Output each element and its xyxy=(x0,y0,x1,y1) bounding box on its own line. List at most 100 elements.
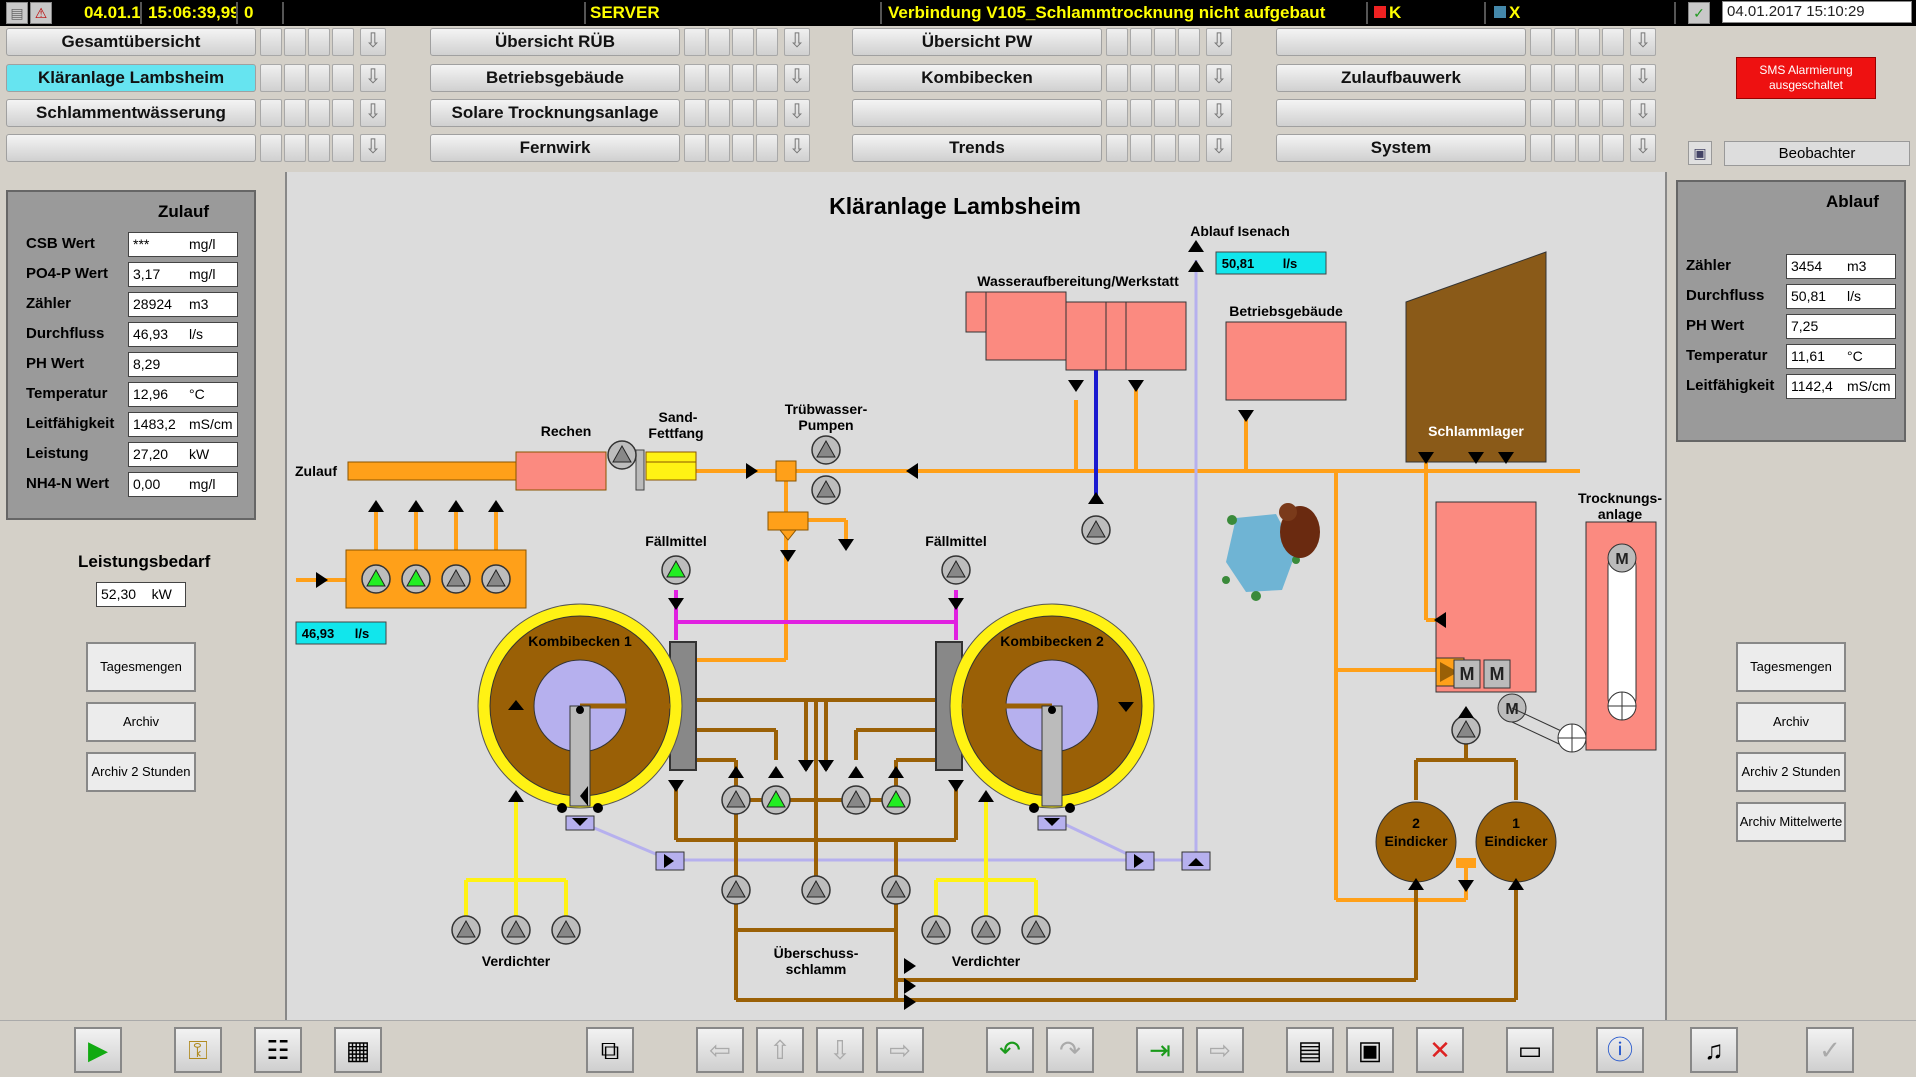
betriebsgebaeude-building[interactable] xyxy=(1225,321,1347,401)
nav-slot[interactable] xyxy=(284,64,306,92)
nav-dropdown-arrow-icon[interactable]: ⇩ xyxy=(360,28,386,56)
nav-slot[interactable] xyxy=(732,64,754,92)
nav-slot[interactable] xyxy=(1530,99,1552,127)
nav-slot[interactable] xyxy=(1106,134,1128,162)
lavender-valves[interactable] xyxy=(565,815,1211,871)
arrow-up-icon[interactable]: ⇧ xyxy=(756,1027,804,1073)
checklist-icon[interactable]: ✓ xyxy=(1688,2,1710,24)
nav-button-r3-c2[interactable]: Trends xyxy=(852,134,1102,162)
nav-slot[interactable] xyxy=(1578,99,1600,127)
pump-icon[interactable] xyxy=(811,475,841,505)
nav-dropdown-arrow-icon[interactable]: ⇩ xyxy=(1630,99,1656,127)
nav-slot[interactable] xyxy=(284,134,306,162)
alarm-warning-icon[interactable]: ⚠ xyxy=(30,2,52,24)
nav-button-r0-c3[interactable] xyxy=(1276,28,1526,56)
save-icon[interactable]: ▣ xyxy=(1346,1027,1394,1073)
nav-dropdown-arrow-icon[interactable]: ⇩ xyxy=(1630,64,1656,92)
nav-slot[interactable] xyxy=(308,28,330,56)
notes-icon[interactable]: ☷ xyxy=(254,1027,302,1073)
ack-all-icon[interactable]: ✓ xyxy=(1806,1027,1854,1073)
right_buttons-btn-2[interactable]: Archiv 2 Stunden xyxy=(1736,752,1846,792)
nav-button-r3-c1[interactable]: Fernwirk xyxy=(430,134,680,162)
key-icon[interactable]: ⚿ xyxy=(174,1027,222,1073)
monitor-view-icon[interactable]: ▭ xyxy=(1506,1027,1554,1073)
pump-icon[interactable] xyxy=(921,915,951,945)
nav-slot[interactable] xyxy=(308,64,330,92)
nav-slot[interactable] xyxy=(1554,99,1576,127)
pump-icon[interactable] xyxy=(881,875,911,905)
nav-dropdown-arrow-icon[interactable]: ⇩ xyxy=(784,28,810,56)
nav-button-r1-c1[interactable]: Betriebsgebäude xyxy=(430,64,680,92)
play-icon[interactable]: ▶ xyxy=(74,1027,122,1073)
sandfang-unit[interactable] xyxy=(645,451,697,481)
pump-icon[interactable] xyxy=(661,555,691,585)
nav-slot[interactable] xyxy=(684,64,706,92)
nav-slot[interactable] xyxy=(732,99,754,127)
nav-dropdown-arrow-icon[interactable]: ⇩ xyxy=(1630,28,1656,56)
pump-icon[interactable] xyxy=(1021,915,1051,945)
nav-slot[interactable] xyxy=(284,99,306,127)
schlammlager-silo[interactable] xyxy=(1405,251,1547,463)
nav-button-r0-c0[interactable]: Gesamtübersicht xyxy=(6,28,256,56)
right_buttons-btn-3[interactable]: Archiv Mittelwerte xyxy=(1736,802,1846,842)
arrow-right-icon[interactable]: ⇨ xyxy=(876,1027,924,1073)
nav-dropdown-arrow-icon[interactable]: ⇩ xyxy=(360,134,386,162)
nav-dropdown-arrow-icon[interactable]: ⇩ xyxy=(784,134,810,162)
nav-slot[interactable] xyxy=(1554,28,1576,56)
nav-dropdown-arrow-icon[interactable]: ⇩ xyxy=(360,64,386,92)
nav-slot[interactable] xyxy=(1530,134,1552,162)
nav-dropdown-arrow-icon[interactable]: ⇩ xyxy=(1206,99,1232,127)
nav-slot[interactable] xyxy=(1106,28,1128,56)
nav-slot[interactable] xyxy=(756,28,778,56)
nav-button-r1-c3[interactable]: Zulaufbauwerk xyxy=(1276,64,1526,92)
nav-slot[interactable] xyxy=(1130,99,1152,127)
pump-icon[interactable] xyxy=(761,785,791,815)
nav-slot[interactable] xyxy=(1130,134,1152,162)
pump-icon[interactable] xyxy=(451,915,481,945)
nav-slot[interactable] xyxy=(332,28,354,56)
delete-icon[interactable]: ✕ xyxy=(1416,1027,1464,1073)
pump-icon[interactable] xyxy=(1081,515,1111,545)
nav-slot[interactable] xyxy=(308,99,330,127)
nav-button-r1-c2[interactable]: Kombibecken xyxy=(852,64,1102,92)
nav-slot[interactable] xyxy=(1154,28,1176,56)
report-icon[interactable]: ▦ xyxy=(334,1027,382,1073)
nav-slot[interactable] xyxy=(684,28,706,56)
open-folder-icon[interactable]: ▤ xyxy=(1286,1027,1334,1073)
nav-dropdown-arrow-icon[interactable]: ⇩ xyxy=(784,99,810,127)
nav-slot[interactable] xyxy=(1578,28,1600,56)
nav-slot[interactable] xyxy=(260,134,282,162)
nav-slot[interactable] xyxy=(1530,64,1552,92)
nav-slot[interactable] xyxy=(708,134,730,162)
nav-button-r2-c2[interactable] xyxy=(852,99,1102,127)
motor-group[interactable] xyxy=(1435,543,1637,753)
screen-switch-icon[interactable]: ⧉ xyxy=(586,1027,634,1073)
export-icon[interactable]: ⇨ xyxy=(1196,1027,1244,1073)
nav-slot[interactable] xyxy=(732,134,754,162)
pump-icon[interactable] xyxy=(361,564,391,594)
nav-slot[interactable] xyxy=(1154,99,1176,127)
nav-slot[interactable] xyxy=(1130,28,1152,56)
nav-button-r2-c0[interactable]: Schlammentwässerung xyxy=(6,99,256,127)
pump-icon[interactable] xyxy=(941,555,971,585)
window-icon[interactable]: ▤ xyxy=(6,2,28,24)
nav-slot[interactable] xyxy=(260,28,282,56)
nav-button-r1-c0[interactable]: Kläranlage Lambsheim xyxy=(6,64,256,92)
arrow-left-icon[interactable]: ⇦ xyxy=(696,1027,744,1073)
import-icon[interactable]: ⇥ xyxy=(1136,1027,1184,1073)
nav-slot[interactable] xyxy=(1578,64,1600,92)
nav-slot[interactable] xyxy=(1106,99,1128,127)
nav-dropdown-arrow-icon[interactable]: ⇩ xyxy=(1630,134,1656,162)
nav-dropdown-arrow-icon[interactable]: ⇩ xyxy=(1206,28,1232,56)
right_buttons-btn-0[interactable]: Tagesmengen xyxy=(1736,642,1846,692)
nav-slot[interactable] xyxy=(1178,134,1200,162)
nav-slot[interactable] xyxy=(756,64,778,92)
nav-slot[interactable] xyxy=(1554,134,1576,162)
nav-slot[interactable] xyxy=(332,134,354,162)
nav-slot[interactable] xyxy=(1154,64,1176,92)
pump-icon[interactable] xyxy=(721,785,751,815)
nav-dropdown-arrow-icon[interactable]: ⇩ xyxy=(784,64,810,92)
nav-slot[interactable] xyxy=(308,134,330,162)
sms-alarm-button[interactable]: SMS Alarmierung ausgeschaltet xyxy=(1736,57,1876,99)
nav-slot[interactable] xyxy=(332,64,354,92)
